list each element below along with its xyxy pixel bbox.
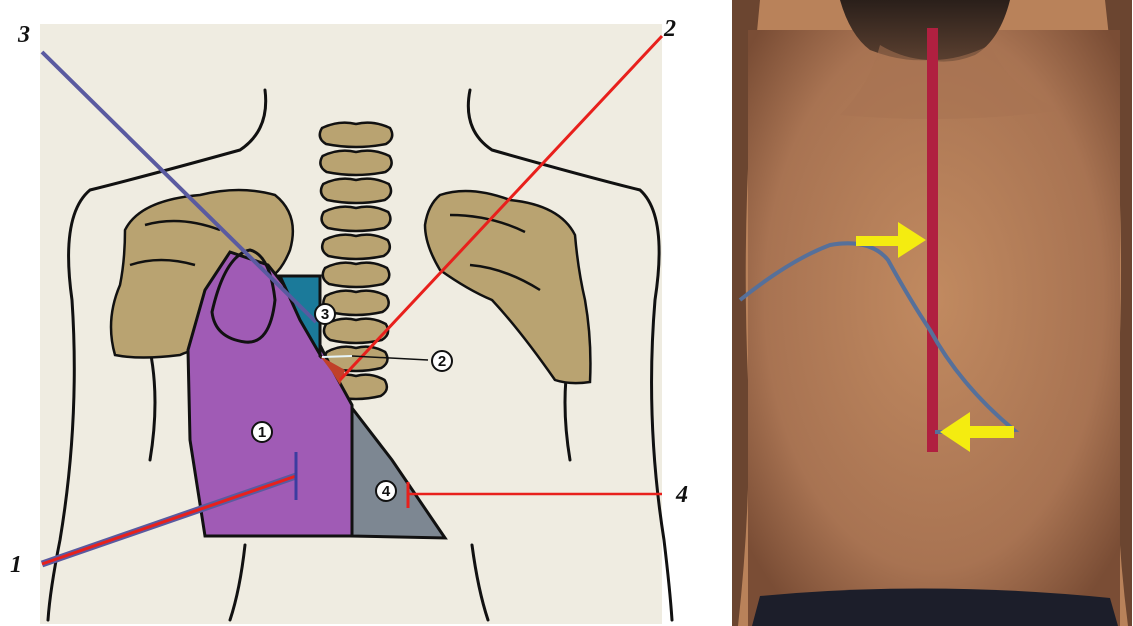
shorts: [752, 588, 1118, 626]
vertebra: [320, 151, 391, 175]
vertebra: [322, 235, 390, 259]
vertebra: [321, 179, 391, 203]
zone-1-label: 1: [252, 422, 272, 442]
callout-1: 1: [10, 552, 22, 578]
svg-text:1: 1: [258, 424, 266, 441]
spine-marker-bar: [927, 28, 938, 452]
back-photo-panel: [732, 0, 1132, 626]
vertebra: [323, 263, 390, 287]
svg-text:3: 3: [321, 306, 329, 323]
callout-4: 4: [675, 482, 688, 508]
vertebra: [322, 207, 391, 231]
zone-3-label: 3: [315, 304, 335, 324]
svg-text:4: 4: [382, 483, 391, 500]
zone-2-marker-line: [322, 356, 352, 357]
callout-2: 2: [663, 16, 676, 42]
vertebra: [320, 123, 393, 147]
anatomy-diagram-panel: 1 2 3 4 1 2 3 4: [10, 16, 688, 624]
svg-text:2: 2: [438, 353, 446, 370]
zone-4-label: 4: [376, 481, 396, 501]
zone-2-label: 2: [432, 351, 452, 371]
callout-3: 3: [17, 22, 30, 48]
